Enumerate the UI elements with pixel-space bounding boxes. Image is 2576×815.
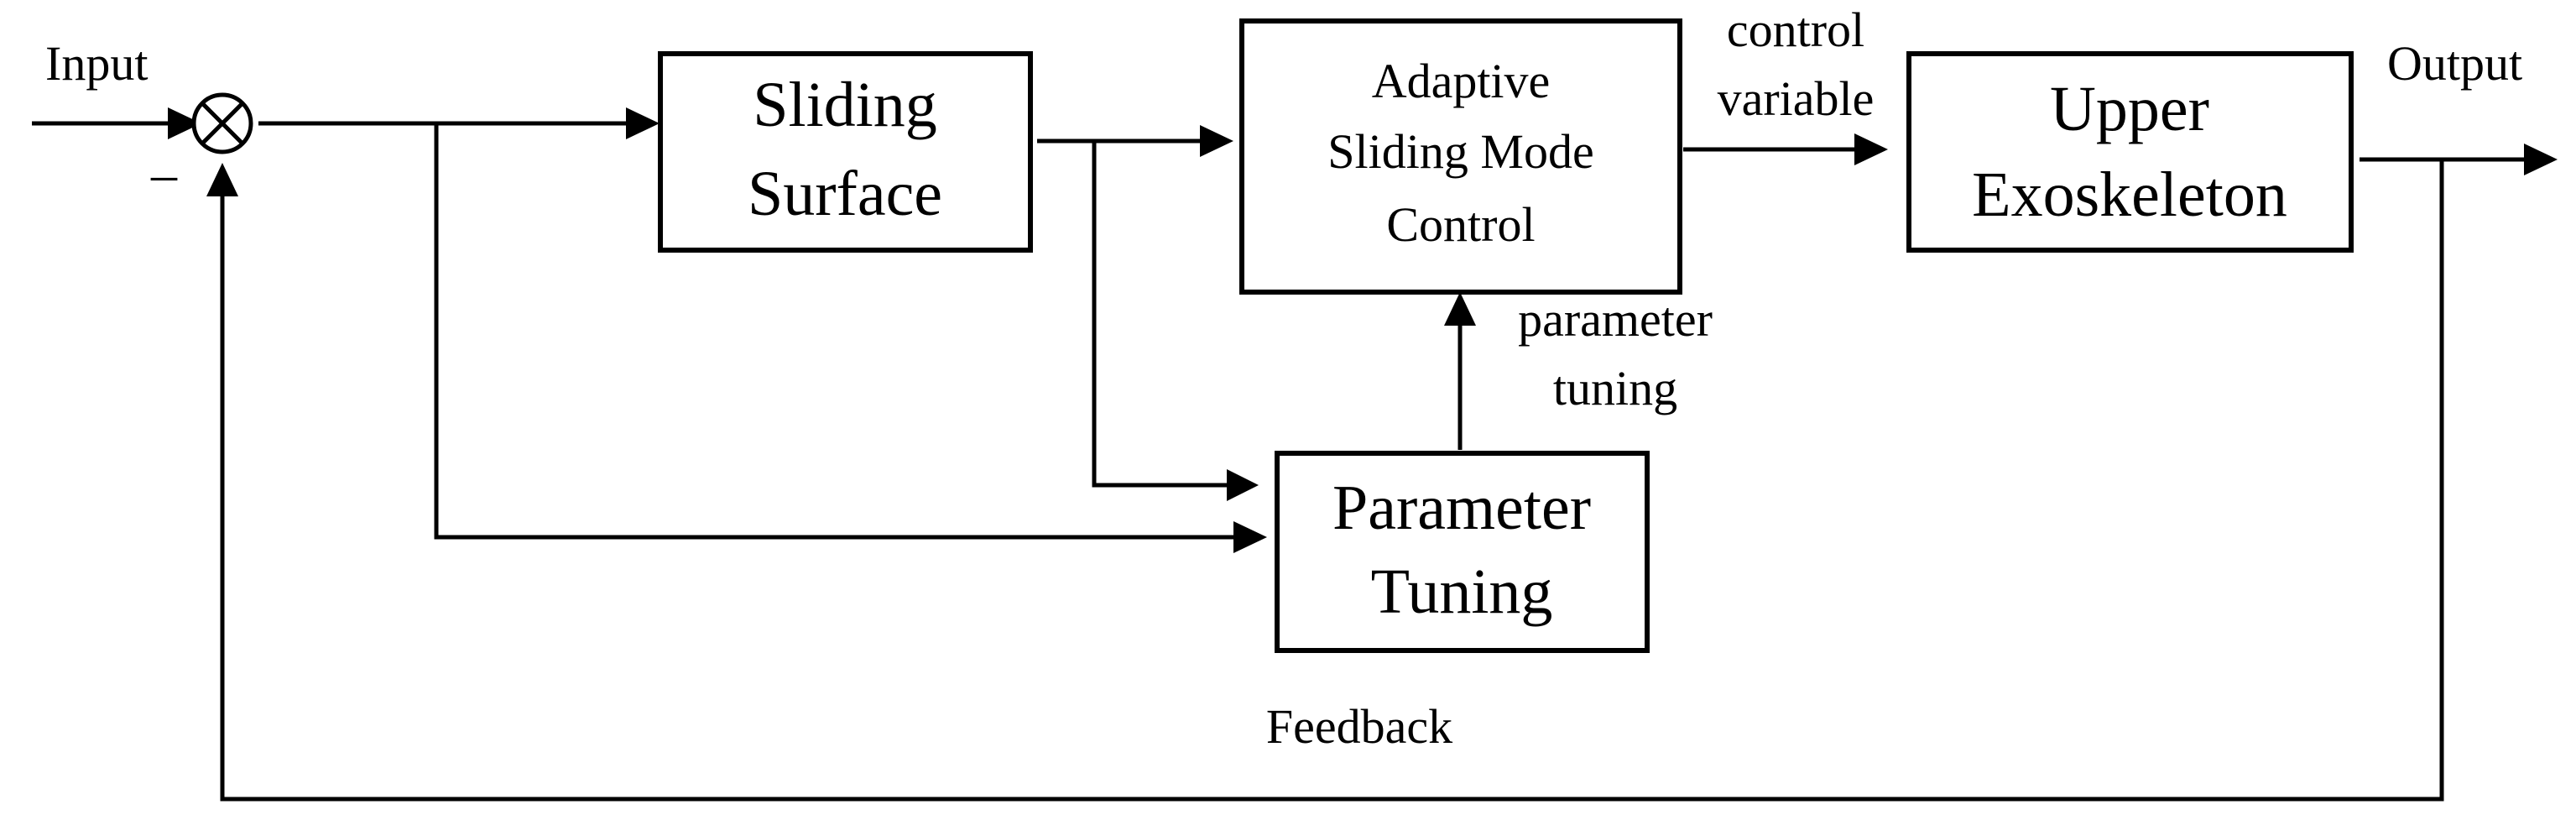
asmc-arrowhead bbox=[1200, 125, 1233, 157]
upper-exoskeleton-label-line-1: Upper bbox=[2050, 74, 2209, 144]
surface-branch-arrowhead bbox=[1227, 469, 1259, 501]
input-arrowhead bbox=[168, 107, 201, 139]
adaptive-sliding-mode-control-block: Adaptive Sliding Mode Control bbox=[1239, 18, 1682, 295]
upper-exoskeleton-label-line-2: Exoskeleton bbox=[1972, 159, 2287, 230]
parameter-tuning-block: Parameter Tuning bbox=[1275, 451, 1650, 653]
output-arrowhead bbox=[2524, 144, 2558, 175]
feedback-label: Feedback bbox=[1266, 699, 1452, 754]
sliding-surface-label-line-1: Sliding bbox=[753, 70, 937, 140]
sliding-surface-label-line-2: Surface bbox=[748, 159, 942, 229]
exoskeleton-arrowhead bbox=[1854, 133, 1888, 165]
asmc-label-line-1: Adaptive bbox=[1372, 54, 1551, 108]
asmc-label-line-2: Sliding Mode bbox=[1327, 124, 1593, 179]
feedback-arrowhead bbox=[206, 163, 238, 196]
control-variable-label-line-2: variable bbox=[1718, 71, 1875, 126]
parameter-tuning-signal-label-line-1: parameter bbox=[1518, 292, 1713, 347]
tuning-arrowhead bbox=[1444, 292, 1476, 326]
error-branch-line bbox=[434, 123, 1233, 540]
surface-branch-line bbox=[1092, 141, 1227, 488]
input-label: Input bbox=[45, 36, 148, 91]
feedback-line bbox=[220, 159, 2444, 802]
control-variable-label-line-1: control bbox=[1727, 3, 1864, 57]
parameter-tuning-label-line-1: Parameter bbox=[1332, 473, 1591, 543]
output-label: Output bbox=[2387, 36, 2522, 91]
parameter-tuning-signal-label-line-2: tuning bbox=[1553, 361, 1677, 415]
asmc-label-line-3: Control bbox=[1386, 197, 1535, 252]
error-branch-arrowhead bbox=[1233, 521, 1267, 553]
upper-exoskeleton-block: Upper Exoskeleton bbox=[1906, 51, 2354, 253]
sliding-surface-arrowhead bbox=[626, 107, 660, 139]
summing-minus-sign: – bbox=[150, 146, 178, 203]
sliding-surface-block: Sliding Surface bbox=[658, 51, 1033, 253]
parameter-tuning-label-line-2: Tuning bbox=[1371, 556, 1553, 627]
summing-junction bbox=[191, 92, 253, 154]
